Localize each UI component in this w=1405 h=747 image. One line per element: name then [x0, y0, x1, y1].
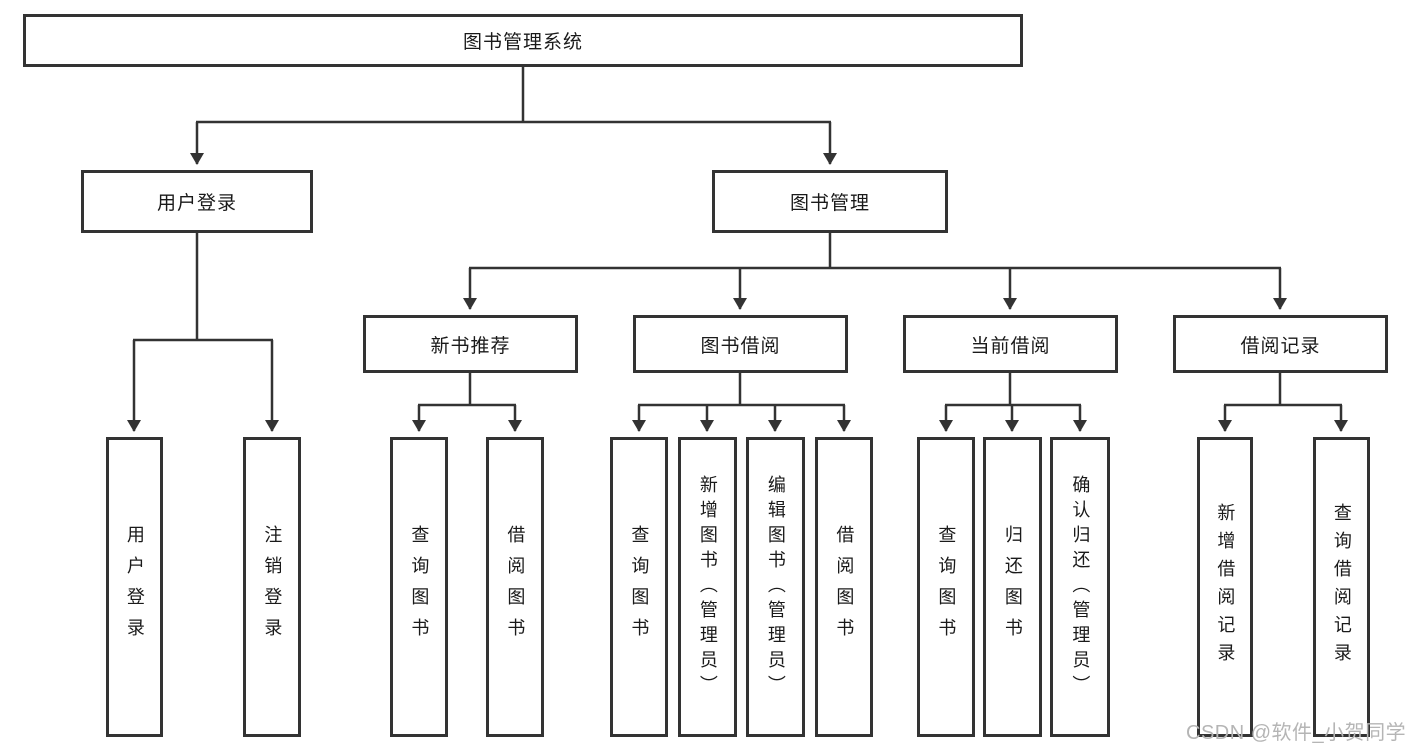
node-book-borrow-label: 图书借阅 — [700, 335, 781, 357]
leaf-logout-label: 注销登录 — [262, 525, 283, 649]
node-borrow-records: 借阅记录 — [1173, 315, 1388, 373]
leaf-user-login: 用户登录 — [106, 437, 163, 737]
leaf-user-login-label: 用户登录 — [124, 525, 145, 649]
leaf-query-books-borrow-label: 查询图书 — [629, 525, 650, 649]
leaf-confirm-return-admin: 确认归还（管理员） — [1050, 437, 1110, 737]
leaf-add-book-admin-label: 新增图书（管理员） — [697, 474, 718, 700]
watermark-text: CSDN @软件_小贺同学 — [1186, 722, 1405, 744]
leaf-query-books-current-label: 查询图书 — [936, 525, 957, 649]
node-new-book-recommend-label: 新书推荐 — [430, 335, 511, 357]
node-root: 图书管理系统 — [23, 14, 1023, 67]
node-book-borrow: 图书借阅 — [633, 315, 848, 373]
leaf-add-borrow-record-label: 新增借阅记录 — [1215, 503, 1236, 671]
leaf-logout: 注销登录 — [243, 437, 301, 737]
leaf-borrow-books-recommend: 借阅图书 — [486, 437, 544, 737]
leaf-confirm-return-admin-label: 确认归还（管理员） — [1070, 474, 1091, 700]
leaf-edit-book-admin-label: 编辑图书（管理员） — [765, 474, 786, 700]
leaf-borrow-books-recommend-label: 借阅图书 — [505, 525, 526, 649]
node-user-login-label: 用户登录 — [156, 193, 237, 214]
leaf-query-books-borrow: 查询图书 — [610, 437, 668, 737]
node-current-borrow: 当前借阅 — [903, 315, 1118, 373]
connector-user-login-to-leaves — [127, 233, 279, 432]
leaf-query-books-recommend: 查询图书 — [390, 437, 448, 737]
leaf-add-borrow-record: 新增借阅记录 — [1197, 437, 1253, 737]
leaf-query-borrow-record-label: 查询借阅记录 — [1331, 503, 1352, 671]
connector-book-management-to-level3 — [463, 233, 1287, 310]
leaf-edit-book-admin: 编辑图书（管理员） — [746, 437, 805, 737]
node-current-borrow-label: 当前借阅 — [970, 335, 1051, 357]
connector-current-borrow-to-leaves — [939, 373, 1087, 432]
leaf-return-book-label: 归还图书 — [1002, 525, 1023, 649]
leaf-add-book-admin: 新增图书（管理员） — [678, 437, 737, 737]
node-user-login: 用户登录 — [81, 170, 313, 233]
node-book-management-label: 图书管理 — [789, 193, 870, 214]
leaf-borrow-books: 借阅图书 — [815, 437, 873, 737]
leaf-query-books-recommend-label: 查询图书 — [409, 525, 430, 649]
node-root-label: 图书管理系统 — [462, 32, 583, 53]
leaf-borrow-books-label: 借阅图书 — [834, 525, 855, 649]
node-book-management: 图书管理 — [712, 170, 948, 233]
connector-book-borrow-to-leaves — [632, 373, 851, 432]
connector-new-book-recommend-to-leaves — [412, 373, 522, 432]
node-new-book-recommend: 新书推荐 — [363, 315, 578, 373]
leaf-return-book: 归还图书 — [983, 437, 1042, 737]
connector-root-to-level2 — [190, 67, 837, 165]
connector-borrow-records-to-leaves — [1218, 373, 1348, 432]
leaf-query-borrow-record: 查询借阅记录 — [1313, 437, 1370, 737]
leaf-query-books-current: 查询图书 — [917, 437, 975, 737]
node-borrow-records-label: 借阅记录 — [1240, 335, 1321, 357]
